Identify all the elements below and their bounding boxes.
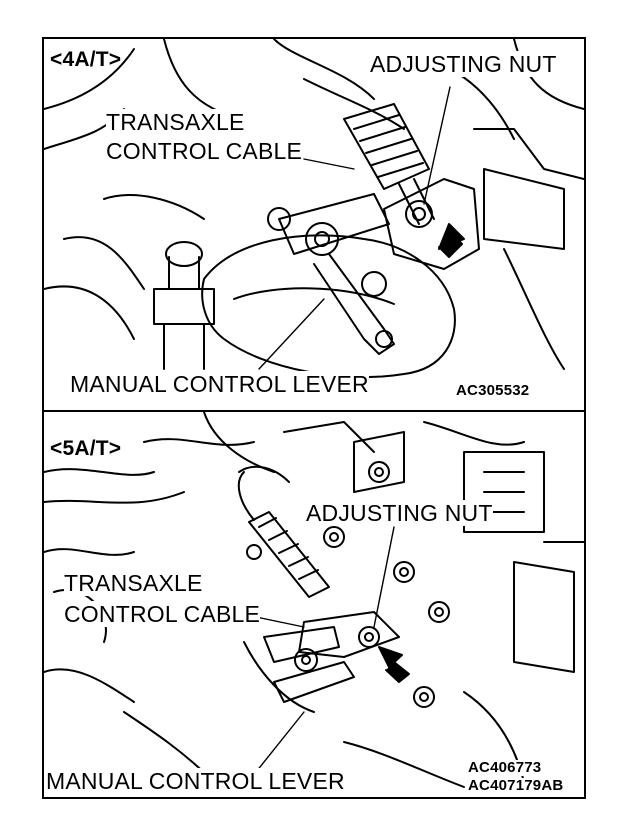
manual-control-lever-label: MANUAL CONTROL LEVER <box>46 768 345 794</box>
figure-code: AC305532 <box>456 382 530 399</box>
panel-4at: <4A/T> ADJUSTING NUT TRANSAXLE CONTROL C… <box>44 39 584 409</box>
panel-divider <box>42 410 586 412</box>
transaxle-cable-label-line1: TRANSAXLE <box>106 109 245 135</box>
adjusting-nut-label: ADJUSTING NUT <box>370 51 557 77</box>
manual-control-lever-label: MANUAL CONTROL LEVER <box>70 371 369 397</box>
section-label-5at: <5A/T> <box>50 437 122 460</box>
transaxle-cable-label-line2: CONTROL CABLE <box>106 138 303 164</box>
section-label-4at: <4A/T> <box>50 48 122 71</box>
adjusting-nut-label: ADJUSTING NUT <box>306 500 493 526</box>
figure-frame <box>42 37 586 799</box>
figure-code-1: AC406773 <box>468 759 542 776</box>
engine-illustration-4at <box>44 39 584 379</box>
figure-code-2: AC407179AB <box>468 777 564 794</box>
transaxle-cable-label-line2: CONTROL CABLE <box>64 601 261 627</box>
transaxle-cable-label-line1: TRANSAXLE <box>64 570 203 596</box>
panel-5at: <5A/T> ADJUSTING NUT TRANSAXLE CONTROL C… <box>44 412 584 797</box>
